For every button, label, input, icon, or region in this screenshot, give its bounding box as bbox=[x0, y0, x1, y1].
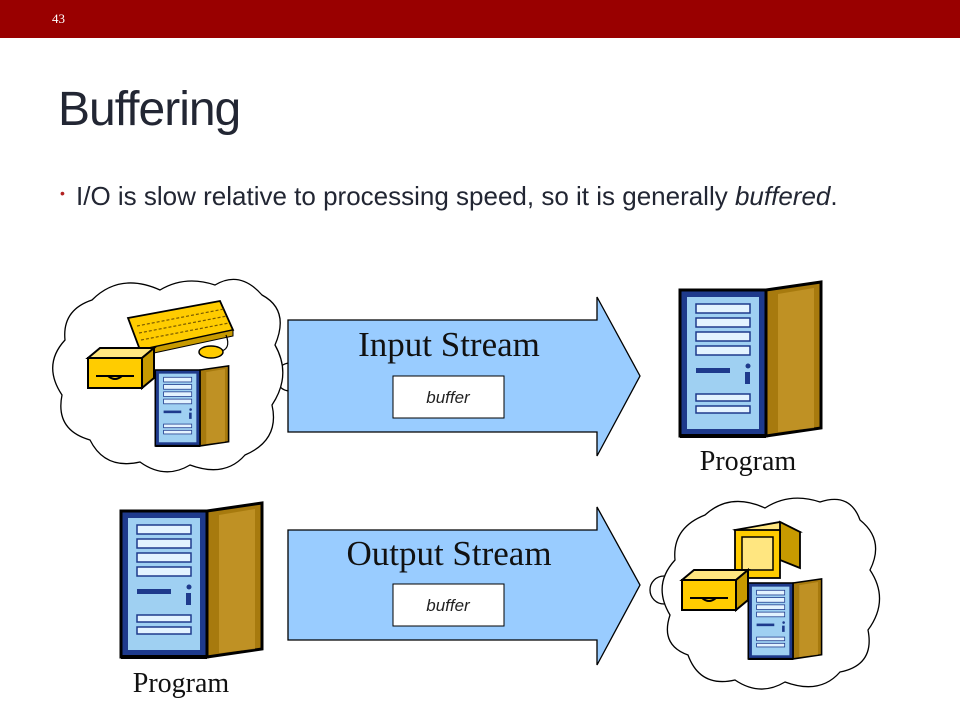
input-buffer-label: buffer bbox=[426, 388, 471, 407]
bullet-emphasis: buffered bbox=[734, 181, 831, 211]
program-label-bottom: Program bbox=[133, 668, 230, 699]
bullet-main: I/O is slow relative to processing speed… bbox=[76, 181, 735, 211]
computer-icon bbox=[154, 364, 230, 447]
keyboard-icon bbox=[126, 299, 235, 359]
bullet-text: I/O is slow relative to processing speed… bbox=[76, 177, 916, 215]
bullet-end: . bbox=[830, 181, 838, 211]
program-computer-icon-top bbox=[678, 280, 823, 438]
output-stream-label: Output Stream bbox=[346, 534, 551, 573]
output-devices-cloud bbox=[649, 497, 881, 690]
program-label-top: Program bbox=[700, 446, 797, 477]
input-stream-label: Input Stream bbox=[358, 325, 540, 364]
input-buffer-box bbox=[392, 375, 505, 419]
disk-drive-icon-output bbox=[681, 569, 749, 611]
disk-drive-icon bbox=[87, 347, 155, 389]
slide-title: Buffering bbox=[58, 83, 241, 136]
header-bar bbox=[0, 0, 960, 38]
output-buffer-box bbox=[392, 583, 505, 627]
program-computer-icon-bottom bbox=[119, 501, 264, 659]
computer-icon-output bbox=[747, 577, 823, 660]
bullet-marker: • bbox=[60, 185, 65, 201]
output-buffer-label: buffer bbox=[426, 596, 471, 615]
input-devices-cloud bbox=[52, 278, 305, 473]
slide-number: 43 bbox=[52, 11, 65, 26]
